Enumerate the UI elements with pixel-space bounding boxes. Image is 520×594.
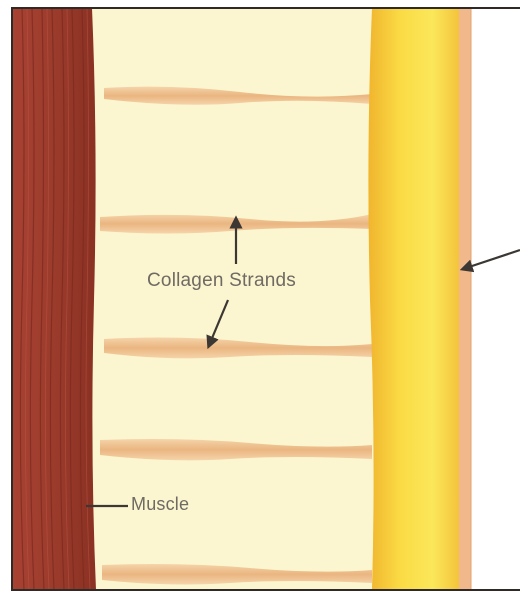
dermis-layer bbox=[368, 8, 460, 590]
epidermis-pointer bbox=[466, 250, 520, 268]
muscle-label: Muscle bbox=[131, 494, 189, 515]
collagen-strands-label: Collagen Strands bbox=[147, 270, 296, 292]
muscle-layer bbox=[12, 8, 96, 590]
epidermis-layer bbox=[459, 8, 471, 590]
